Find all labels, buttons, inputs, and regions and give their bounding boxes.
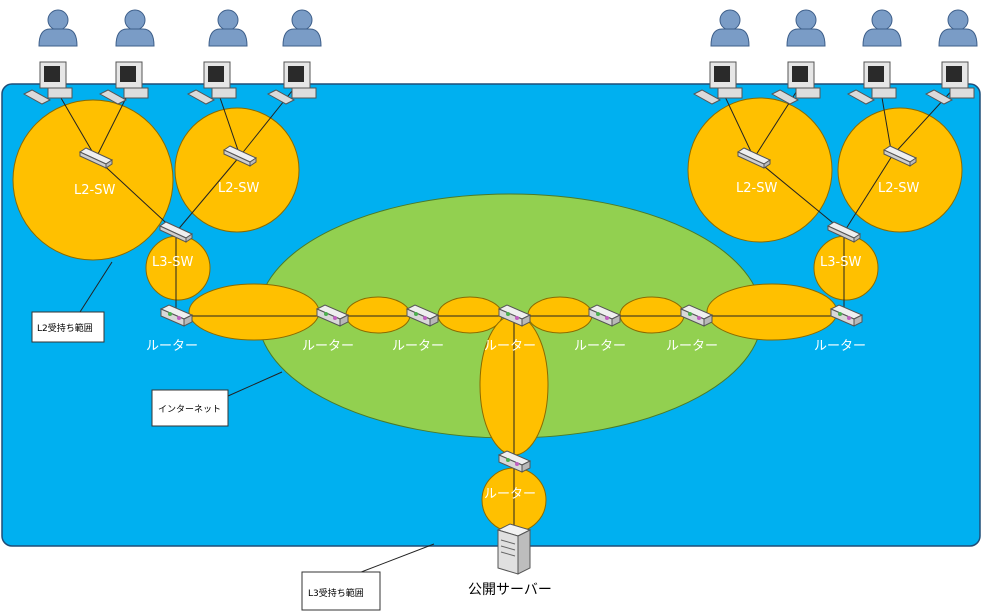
- callout-box-l2: [31, 311, 105, 343]
- router-label: ルーター: [302, 339, 354, 354]
- user-icon: [282, 9, 322, 47]
- link-segment: [706, 283, 838, 341]
- callout-text-l3: L3受持ち範囲: [308, 587, 364, 599]
- callout-box-internet: [151, 389, 229, 427]
- callout-pointer: [355, 543, 435, 575]
- user-icon: [115, 9, 155, 47]
- pc-icon: [23, 61, 73, 105]
- router-label: ルーター: [146, 339, 198, 354]
- link-segment: [188, 283, 320, 341]
- user-icon: [710, 9, 750, 47]
- pc-icon: [925, 61, 975, 105]
- server-icon: [497, 523, 531, 575]
- pc-icon: [267, 61, 317, 105]
- pc-icon: [693, 61, 743, 105]
- user-icon: [38, 9, 78, 47]
- callout-text-internet: インターネット: [158, 404, 221, 415]
- router-label: ルーター: [814, 339, 866, 354]
- router-label: ルーター: [574, 339, 626, 354]
- link-segment: [619, 296, 685, 334]
- pc-icon: [771, 61, 821, 105]
- callout-pointer: [227, 371, 283, 397]
- l2-switch-label: L2-SW: [74, 183, 115, 198]
- server-label: 公開サーバー: [468, 582, 552, 598]
- user-icon: [786, 9, 826, 47]
- callout-text-l2: L2受持ち範囲: [37, 322, 93, 334]
- link-segment: [437, 296, 503, 334]
- l3-switch-label: L3-SW: [820, 255, 861, 270]
- user-icon: [208, 9, 248, 47]
- router-label: ルーター: [484, 339, 536, 354]
- l2-zone-1: [12, 99, 174, 261]
- l2-zone-2: [174, 107, 300, 233]
- l2-zone-4: [837, 107, 963, 233]
- callout-box-l3: [301, 571, 381, 611]
- l2-switch-label: L2-SW: [218, 181, 259, 196]
- l2-switch-label: L2-SW: [736, 181, 777, 196]
- l3-switch-label: L3-SW: [152, 255, 193, 270]
- callout-pointer: [79, 261, 113, 313]
- l2-zone-3: [687, 97, 833, 243]
- pc-icon: [99, 61, 149, 105]
- pc-icon: [847, 61, 897, 105]
- l2-switch-label: L2-SW: [878, 181, 919, 196]
- user-icon: [938, 9, 978, 47]
- router-label: ルーター: [484, 487, 536, 502]
- router-label: ルーター: [392, 339, 444, 354]
- user-icon: [862, 9, 902, 47]
- link-segment: [345, 296, 411, 334]
- router-label: ルーター: [666, 339, 718, 354]
- link-segment: [527, 296, 593, 334]
- pc-icon: [187, 61, 237, 105]
